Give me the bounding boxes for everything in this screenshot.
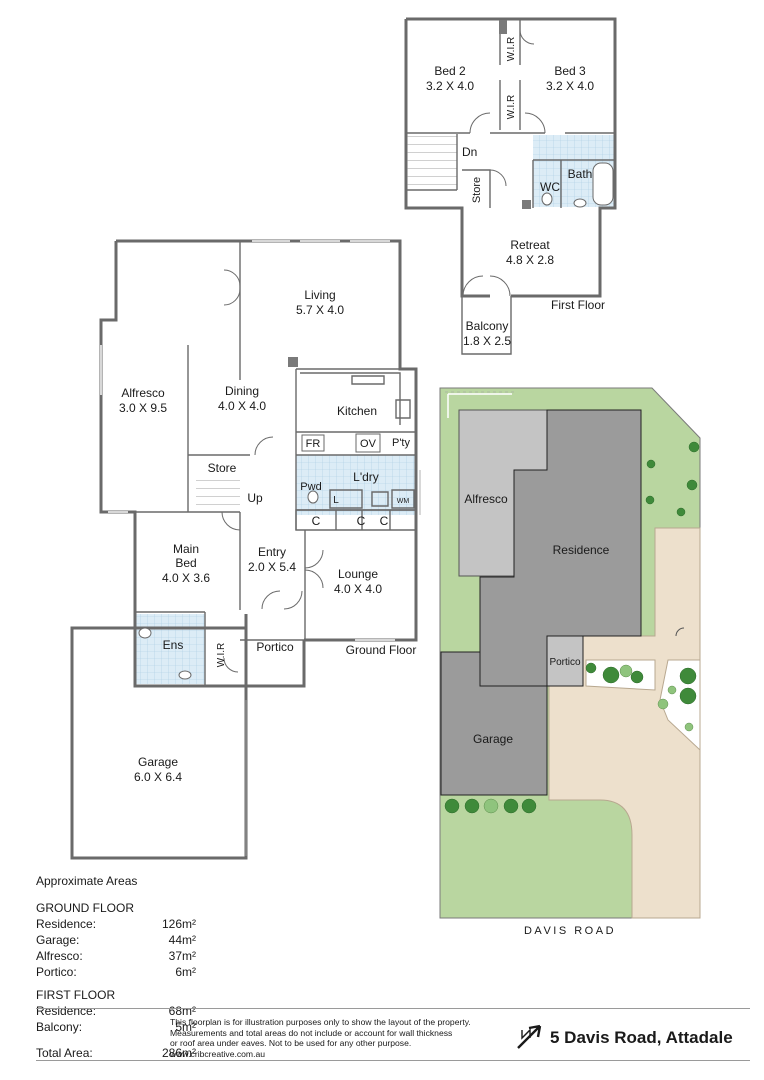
property-address: 5 Davis Road, Attadale — [550, 1028, 733, 1047]
room-entry-name: Entry — [258, 545, 286, 559]
room-wir-ff2: W.I.R — [506, 95, 517, 119]
room-store-gf: Store — [208, 461, 237, 475]
room-alfresco-size: 3.0 X 9.5 — [119, 401, 167, 415]
room-bed3-size: 3.2 X 4.0 — [546, 79, 594, 93]
ground-floor-plan: Living 5.7 X 4.0 Alfresco 3.0 X 9.5 Dini… — [70, 239, 421, 860]
site-garage-label: Garage — [473, 732, 513, 746]
divider-rule — [36, 1008, 750, 1009]
room-laundry: L'dry — [353, 470, 379, 484]
room-alfresco-name: Alfresco — [121, 386, 165, 400]
room-powder: Pwd — [300, 481, 321, 493]
fridge-recess-label: FR — [306, 438, 321, 450]
room-main-bed-name: Main — [173, 542, 199, 556]
area-row-total: Total Area: — [36, 1046, 93, 1060]
area-value-ff-residence: 68m² — [168, 1004, 196, 1018]
room-store-ff: Store — [471, 177, 483, 203]
site-portico-label: Portico — [549, 657, 581, 668]
room-bath: Bath — [568, 167, 593, 181]
room-entry-size: 2.0 X 5.4 — [248, 560, 296, 574]
room-lounge-name: Lounge — [338, 567, 378, 581]
room-balcony-size: 1.8 X 2.5 — [463, 334, 511, 348]
first-floor-label: First Floor — [551, 298, 605, 312]
first-floor-plan: Bed 2 3.2 X 4.0 Bed 3 3.2 X 4.0 W.I.R W.… — [404, 17, 617, 355]
divider-rule-bottom — [36, 1060, 750, 1061]
room-bed2-size: 3.2 X 4.0 — [426, 79, 474, 93]
room-retreat-name: Retreat — [510, 238, 550, 252]
room-kitchen: Kitchen — [337, 404, 377, 418]
washing-machine-label: WM — [397, 498, 410, 505]
areas-heading: Approximate Areas — [36, 874, 138, 888]
room-garage-name: Garage — [138, 755, 178, 769]
area-row-ff-residence: Residence: — [36, 1004, 97, 1018]
laundry-trough-label: L — [333, 495, 339, 506]
street-name-label: DAVIS ROAD — [524, 925, 616, 937]
area-row-residence: Residence: — [36, 917, 97, 931]
site-alfresco-label: Alfresco — [464, 492, 508, 506]
cupboard-3: C — [380, 514, 389, 528]
ground-floor-label: Ground Floor — [346, 643, 417, 657]
cupboard-1: C — [312, 514, 321, 528]
area-value-total: 286m² — [161, 1046, 196, 1060]
first-floor-heading: FIRST FLOOR — [36, 988, 116, 1002]
area-row-balcony: Balcony: — [36, 1020, 83, 1034]
room-main-bed-size: 4.0 X 3.6 — [162, 571, 210, 585]
room-wir-gf: W.I.R — [216, 643, 227, 667]
disclaimer-text: This floorplan is for illustration purpo… — [170, 1017, 471, 1059]
room-garage-size: 6.0 X 6.4 — [134, 770, 182, 784]
north-arrow-icon — [517, 1024, 542, 1049]
room-wir-ff1: W.I.R — [506, 37, 517, 61]
room-balcony-name: Balcony — [466, 319, 509, 333]
area-value-portico: 6m² — [175, 965, 196, 979]
area-value-residence: 126m² — [161, 917, 196, 931]
area-value-garage: 44m² — [168, 933, 196, 947]
room-portico: Portico — [256, 640, 294, 654]
room-wc: WC — [540, 180, 560, 194]
room-lounge-size: 4.0 X 4.0 — [334, 582, 382, 596]
area-row-garage: Garage: — [36, 933, 80, 947]
stairs-dn-label: Dn — [462, 145, 477, 159]
room-ensuite: Ens — [163, 638, 184, 652]
cupboard-2: C — [357, 514, 366, 528]
site-residence-label: Residence — [553, 543, 610, 557]
room-retreat-size: 4.8 X 2.8 — [506, 253, 554, 267]
ground-floor-heading: GROUND FLOOR — [36, 901, 135, 915]
stairs-up-label: Up — [247, 491, 263, 505]
room-dining-size: 4.0 X 4.0 — [218, 399, 266, 413]
room-pantry: P'ty — [392, 437, 410, 449]
area-row-alfresco: Alfresco: — [36, 949, 83, 963]
area-row-portico: Portico: — [36, 965, 77, 979]
room-bed3-name: Bed 3 — [554, 64, 586, 78]
area-value-alfresco: 37m² — [168, 949, 196, 963]
room-living-name: Living — [304, 288, 335, 302]
site-plan: Alfresco Residence Portico Garage DAVIS … — [439, 387, 701, 937]
oven-label: OV — [360, 438, 377, 450]
area-value-balcony: 5m² — [175, 1020, 196, 1034]
room-dining-name: Dining — [225, 384, 259, 398]
room-living-size: 5.7 X 4.0 — [296, 303, 344, 317]
room-bed2-name: Bed 2 — [434, 64, 466, 78]
room-main-bed-name-2: Bed — [175, 556, 196, 570]
